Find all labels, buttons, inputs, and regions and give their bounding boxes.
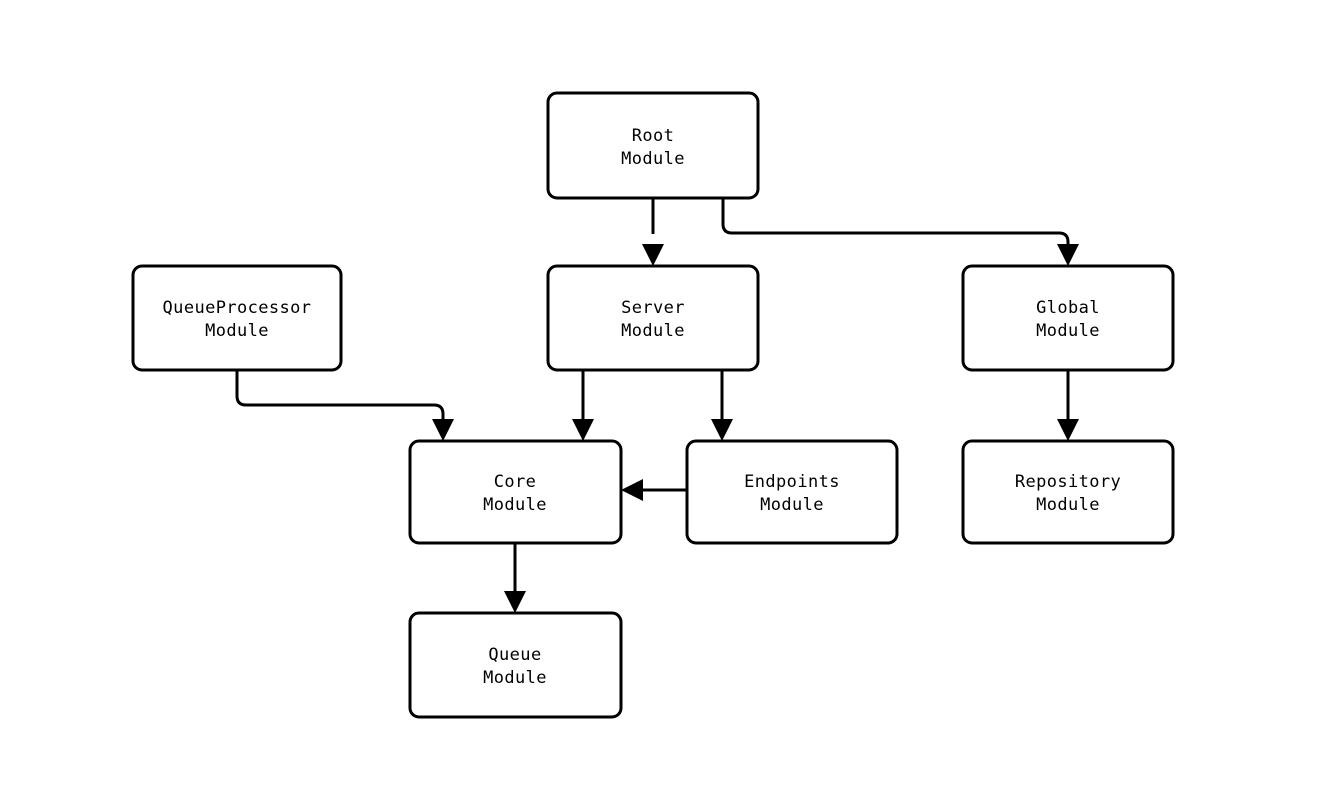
node-core-module[interactable]: Core Module [408,439,623,545]
node-core-module-label-line2: Module [483,495,547,515]
node-server-module-box[interactable] [546,264,760,372]
node-core-module-label-line1: Core [494,472,537,492]
node-layer: Root Module QueueProcessor Module Server… [131,91,1175,719]
node-queue-module[interactable]: Queue Module [408,611,623,719]
node-global-module-label-line2: Module [1036,321,1100,341]
edge-server-endpoints-arrowhead [711,419,733,441]
node-endpoints-module[interactable]: Endpoints Module [685,439,899,545]
node-repository-module-label-line1: Repository [1015,472,1121,492]
node-root-module[interactable]: Root Module [546,91,760,200]
node-queue-module-label-line2: Module [483,668,547,688]
edge-server-core [572,370,594,441]
node-global-module[interactable]: Global Module [961,264,1175,372]
edge-root-server [642,198,664,266]
node-queue-module-label-line1: Queue [488,645,541,665]
node-server-module[interactable]: Server Module [546,264,760,372]
edge-server-core-arrowhead [572,419,594,441]
node-queueprocessor-module-label-line2: Module [205,321,269,341]
node-global-module-label-line1: Global [1036,298,1100,318]
node-queueprocessor-module-label-line1: QueueProcessor [163,298,312,318]
edge-queueprocessor-core-line [235,370,445,420]
edge-core-queue-arrowhead [504,591,526,613]
edge-layer [235,198,1079,613]
edge-global-repository [1057,370,1079,441]
edge-queueprocessor-core-arrowhead [432,419,454,441]
node-server-module-label-line2: Module [621,321,685,341]
edge-root-global-line [721,198,1070,246]
node-repository-module-box[interactable] [961,439,1175,545]
edge-root-global-arrowhead [1057,244,1079,266]
edge-server-endpoints [711,370,733,441]
edge-root-server-arrowhead [642,244,664,266]
node-repository-module-label-line2: Module [1036,495,1100,515]
node-server-module-label-line1: Server [621,298,685,318]
node-root-module-label-line1: Root [632,126,675,146]
node-root-module-box[interactable] [546,91,760,200]
node-queueprocessor-module-box[interactable] [131,264,343,372]
edge-core-queue [504,543,526,613]
edge-queueprocessor-core [235,370,454,441]
edge-endpoints-core [621,479,687,501]
node-root-module-label-line2: Module [621,149,685,169]
node-endpoints-module-label-line2: Module [760,495,824,515]
node-core-module-box[interactable] [408,439,623,545]
edge-endpoints-core-arrowhead [621,479,643,501]
edge-global-repository-arrowhead [1057,419,1079,441]
node-endpoints-module-box[interactable] [685,439,899,545]
node-repository-module[interactable]: Repository Module [961,439,1175,545]
edge-root-global [721,198,1079,266]
node-queue-module-box[interactable] [408,611,623,719]
node-global-module-box[interactable] [961,264,1175,372]
node-queueprocessor-module[interactable]: QueueProcessor Module [131,264,343,372]
node-endpoints-module-label-line1: Endpoints [744,472,840,492]
